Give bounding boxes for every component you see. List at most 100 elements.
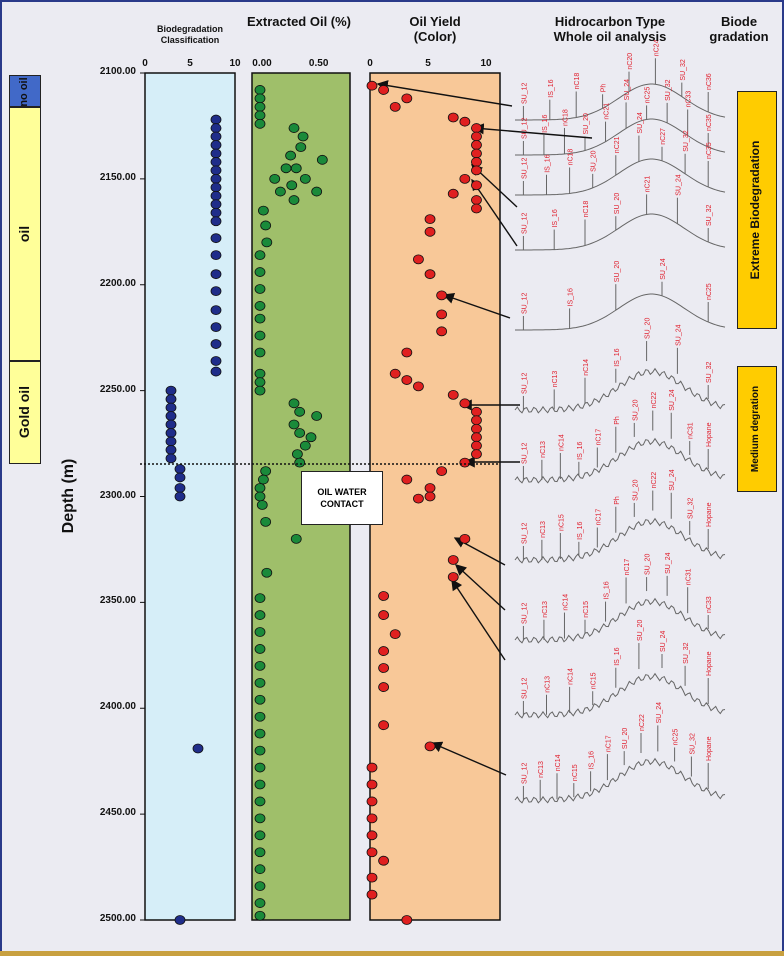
chromatogram-peak-label: nC13 xyxy=(552,371,559,388)
chromatogram-peak-label: nC17 xyxy=(605,735,612,752)
extr-point xyxy=(260,517,272,527)
yield-point xyxy=(471,148,482,159)
chromatogram-peak-label: SU_12 xyxy=(521,762,528,784)
chromatogram-peak-label: SU_20 xyxy=(614,193,621,215)
chromatogram-peak-label: IS_16 xyxy=(614,348,621,366)
extr-point xyxy=(254,677,266,688)
yield-x-tick: 5 xyxy=(425,58,431,69)
chromatogram-peak-label: SU_32 xyxy=(683,642,690,664)
chromatogram-peak-label: SU_12 xyxy=(521,117,528,139)
chromatogram-trace xyxy=(515,213,726,251)
chromatogram-peak-label: nC24 xyxy=(653,39,660,56)
yield-point xyxy=(413,381,424,392)
bio-point xyxy=(174,464,186,474)
yield-point xyxy=(378,591,390,601)
bio-point xyxy=(174,915,186,925)
extr-point xyxy=(261,237,273,248)
extr-point xyxy=(316,154,328,165)
chromatogram-peak-label: nC15 xyxy=(558,514,565,531)
yield-point xyxy=(447,188,459,199)
medium-degradation-box: Medium degration xyxy=(737,366,777,492)
chromatogram-peak-label: SU_24 xyxy=(660,258,667,280)
yield-point xyxy=(378,85,390,95)
extr-point xyxy=(290,533,302,544)
extr-point xyxy=(254,745,266,756)
yield-point xyxy=(424,226,436,237)
chromatogram-peak-label: SU_12 xyxy=(521,292,528,314)
extr-point xyxy=(254,627,266,637)
yield-point xyxy=(471,157,482,167)
chromatogram-peak-label: SU_20 xyxy=(632,479,639,501)
extr-point xyxy=(254,284,266,294)
extr-point xyxy=(254,694,266,705)
extr-point xyxy=(297,131,309,142)
chromatogram-peak-label: SU_32 xyxy=(689,733,696,755)
chromatogram-peak-label: nC15 xyxy=(591,672,598,689)
oil-water-contact-text: OIL WATER CONTACT xyxy=(317,487,367,509)
chromatogram-peak-label: nC33 xyxy=(706,596,713,613)
chromatogram-peak-label: nC13 xyxy=(542,601,549,618)
extr-point xyxy=(257,205,269,216)
extr-point xyxy=(254,830,266,841)
bio-point xyxy=(174,483,186,493)
chromatogram-peak-label: SU_20 xyxy=(632,399,639,421)
header-biodegradation: Biodegradation Classification xyxy=(156,24,223,45)
bio-point xyxy=(210,322,222,333)
zone-oil: oil xyxy=(9,107,41,361)
chromatogram-trace xyxy=(514,437,726,484)
extr-point xyxy=(269,173,281,184)
yield-point xyxy=(447,389,459,400)
yield-point xyxy=(436,309,448,320)
chromatogram-peak-label: nC14 xyxy=(562,594,569,611)
yield-point xyxy=(378,855,390,866)
extr-point xyxy=(254,93,266,104)
chromatogram-peak-label: SU_20 xyxy=(645,318,652,340)
chromatogram-peak-label: nC18 xyxy=(568,149,575,166)
bio-point xyxy=(165,402,177,413)
bio-point xyxy=(210,131,222,142)
bio-point xyxy=(174,491,186,502)
chromatogram-peak-label: SU_20 xyxy=(591,150,598,172)
yield-point xyxy=(401,474,413,485)
bio-point xyxy=(174,472,186,483)
chromatogram-peak-label: SU_12 xyxy=(521,442,528,464)
extr-point xyxy=(285,150,297,161)
yield-point xyxy=(378,646,390,656)
chromatogram-peak-label: nC15 xyxy=(572,764,579,781)
bio-point xyxy=(210,199,222,210)
chromatogram-trace xyxy=(514,597,726,644)
chromatogram-peak-label: nC31 xyxy=(686,568,693,585)
extr-point xyxy=(254,864,266,875)
yield-point xyxy=(378,610,390,620)
header-extracted-oil: Extracted Oil (%) xyxy=(246,14,352,29)
chromatogram-peak-label: SU_32 xyxy=(680,59,687,81)
extr-point xyxy=(280,163,292,174)
extr-point xyxy=(254,813,266,824)
y-tick-label: 2500.00 xyxy=(99,913,136,924)
zone-gold-oil: Gold oil xyxy=(9,361,41,464)
yield-point xyxy=(471,406,482,417)
yield-point xyxy=(366,796,378,807)
yield-point xyxy=(471,415,482,426)
yield-point xyxy=(471,423,482,434)
yield-point xyxy=(401,915,413,925)
bio-point xyxy=(210,148,222,159)
yield-point xyxy=(471,203,482,214)
bio-point xyxy=(210,207,222,218)
extr-point xyxy=(254,110,266,121)
extr-point xyxy=(288,195,300,205)
chromatogram-peak-label: nC14 xyxy=(568,668,575,685)
chromatogram-trace xyxy=(515,293,726,331)
bio-point xyxy=(210,140,222,150)
chromatogram-peak-label: IS_16 xyxy=(604,581,611,599)
chromatogram-peak-label: nC17 xyxy=(595,509,602,526)
extr-point xyxy=(254,644,266,654)
bio-point xyxy=(210,157,222,167)
yield-point xyxy=(366,830,378,841)
yield-point xyxy=(378,663,390,673)
medium-degradation-label: Medium degration xyxy=(750,385,761,473)
extr-point xyxy=(254,377,266,388)
yield-point xyxy=(413,493,424,504)
bio-point xyxy=(210,269,222,280)
